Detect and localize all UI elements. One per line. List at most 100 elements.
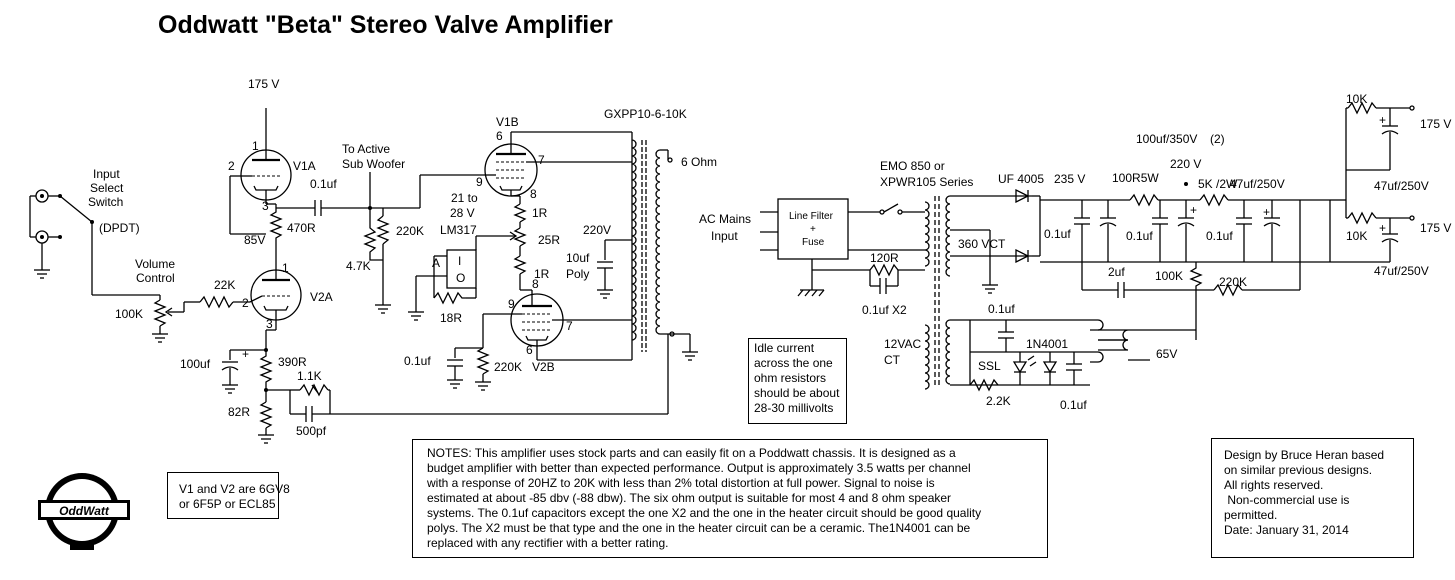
to-active-label-1: To Active [342, 142, 390, 156]
notes-line: polys. The X2 must be that type and the … [427, 521, 971, 535]
tube-v1a: 1 2 3 V1A [228, 130, 316, 213]
oddwatt-logo: OddWatt [38, 473, 130, 550]
v2b-pin6: 6 [526, 343, 533, 357]
v2b-grid-network: 0.1uf 220K [404, 314, 522, 391]
c01-label: 0.1uf [310, 177, 337, 191]
c01-ps3-label: 0.1uf [1206, 229, 1233, 243]
d1n4001-label: 1N4001 [1026, 337, 1068, 351]
v1b-label: V1B [496, 115, 519, 129]
r10k-top-label: 10K [1346, 92, 1367, 106]
c47uf-mid-label: 47uf/250V [1230, 177, 1285, 191]
c01-ps1-label: 0.1uf [1044, 227, 1071, 241]
heater-supply: 0.1uf 1N4001 SSL 2.2K 0.1uf 65V [950, 302, 1197, 412]
xfmr-label: GXPP10-6-10K [604, 107, 687, 121]
v28-label: 28 V [450, 206, 475, 220]
v1a-label: V1A [293, 159, 316, 173]
feedback-network: 1.1K 500pf [289, 369, 668, 438]
idle-line: 28-30 millivolts [754, 401, 834, 415]
v1b-pin6: 6 [496, 129, 503, 143]
r18r-label: 18R [440, 311, 462, 325]
cap-0.1uf-coupling: 0.1uf [276, 177, 370, 216]
v220-label: 220V [583, 223, 611, 237]
idle-line: ohm resistors [754, 371, 827, 385]
v175-out1-label: 175 V [1420, 117, 1451, 131]
c100uf350-label: 100uf/350V [1136, 132, 1197, 146]
v175-out2-label: 175 V [1420, 221, 1451, 235]
cap-10uf-poly: 220V 10uf Poly [566, 223, 632, 299]
emo-label-1: EMO 850 or [880, 159, 945, 173]
ground-lift-network: 120R 0.1uf X2 [812, 251, 925, 317]
tube-v2a: 1 2 3 V2A [242, 261, 333, 331]
c01-v2b-label: 0.1uf [404, 354, 431, 368]
r220k-ps-label: 220K [1219, 275, 1247, 289]
tube-v1b: 6 7 8 9 V1B [476, 115, 560, 201]
design-line: All rights reserved. [1224, 478, 1324, 492]
notes-line: estimated at about -85 dbv (-88 dbw). Th… [427, 491, 952, 505]
resistor-220k-grid: 220K [375, 208, 424, 314]
r100r5w-label: 100R5W [1112, 171, 1159, 185]
dpdt-label: (DPDT) [99, 221, 140, 235]
notes-line: replaced with any rectifier with a bette… [427, 536, 669, 550]
svg-text:+: + [242, 347, 249, 361]
resistor-22k: 22K [199, 278, 250, 309]
svg-text:+: + [1263, 205, 1270, 219]
vct360-label: 360 VCT [958, 237, 1006, 251]
line-filter-label-3: Fuse [802, 237, 825, 248]
v1a-pin2: 2 [228, 159, 235, 173]
r1r-bot-label: 1R [534, 267, 550, 281]
r1r-top-label: 1R [532, 206, 548, 220]
c100uf-label: 100uf [180, 357, 211, 371]
v2a-pin2: 2 [242, 296, 249, 310]
v2b-pin9: 9 [508, 297, 515, 311]
v220-ps-label: 220 V [1170, 157, 1201, 171]
power-transformer: 360 VCT 12VAC CT [884, 195, 1032, 390]
notes-line: budget amplifier with better than expect… [427, 461, 971, 475]
pot-100k-label: 100K [115, 307, 143, 321]
idle-current-note: Idle current across the one ohm resistor… [748, 338, 847, 424]
r47k-label: 4.7K [346, 259, 371, 273]
cap-100uf: + 100uf [180, 347, 266, 394]
bplus-175v-label: 175 V [248, 77, 279, 91]
input-select-switch: Input Select Switch (DPDT) [58, 167, 160, 296]
r220k-v2b-label: 220K [494, 360, 522, 374]
power-supply-filter: 235 V 0.1uf 100R5W + 0.1uf 100uf/350V (2… [1040, 132, 1330, 320]
emo-label-2: XPWR105 Series [880, 175, 973, 189]
r470r-label: 470R [287, 221, 316, 235]
v1a-pin3: 3 [262, 199, 269, 213]
r100k-ps-label: 100K [1155, 269, 1183, 283]
r10k-bot-label: 10K [1346, 229, 1367, 243]
volume-label-2: Control [136, 271, 175, 285]
tube-v2b: 9 8 7 6 V2B [483, 277, 632, 374]
cathode-network: 1R 25R 1R 21 to 28 V LM317 [440, 191, 560, 290]
c10uf-label-2: Poly [566, 267, 589, 281]
line-filter-label-1: Line Filter [789, 211, 834, 222]
v1a-pin1: 1 [252, 139, 259, 153]
idle-line: Idle current [754, 341, 815, 355]
design-line: Non-commercial use is [1224, 493, 1350, 507]
v2a-label: V2A [310, 290, 333, 304]
resistor-4.7k: 4.7K [346, 208, 383, 273]
v2a-pin1: 1 [282, 261, 289, 275]
input-jacks [29, 189, 60, 279]
lm317-a: A [432, 256, 440, 270]
logo-text: OddWatt [59, 504, 110, 518]
volume-control-pot: Volume Control 100K [115, 257, 200, 343]
idle-line: should be about [754, 386, 840, 400]
design-line: Date: January 31, 2014 [1224, 523, 1349, 537]
svg-text:+: + [1190, 203, 1197, 217]
idle-line: across the one [754, 356, 833, 370]
r390r-label: 390R [278, 355, 307, 369]
lm317-regulator: A I O 18R [408, 235, 498, 325]
design-line: Design by Bruce Heran based [1224, 448, 1385, 462]
r22k-label: 22K [214, 278, 235, 292]
notes-line: NOTES: This amplifier uses stock parts a… [427, 446, 956, 460]
line-filter-label-2: + [810, 224, 816, 235]
r120r-label: 120R [870, 251, 899, 265]
lm317-o: O [456, 271, 465, 285]
tubes-line: or 6F5P or ECL85 [179, 497, 276, 511]
c01-heater2-label: 0.1uf [1060, 398, 1087, 412]
v2a-pin3: 3 [266, 317, 273, 331]
line-filter-fuse: Line Filter + Fuse EMO 850 or XPWR105 Se… [777, 159, 973, 297]
c500pf-label: 500pf [296, 424, 327, 438]
